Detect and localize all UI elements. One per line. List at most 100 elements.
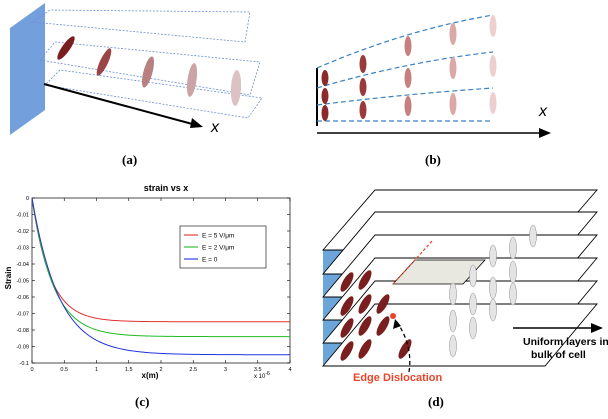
y-axis-label: Strain: [4, 267, 13, 290]
x-axis-label: x(m): [142, 371, 159, 380]
legend-label-2: E = 2 V/μm: [202, 245, 234, 252]
x-multiplier-label: x 10-6: [254, 371, 270, 380]
caption-b: (b): [425, 152, 441, 167]
y-tick-label-3: -0.03: [16, 246, 29, 252]
edge-dislocation-label: Edge Dislocation: [353, 372, 443, 384]
ellipse-c3-r3: [404, 96, 412, 116]
ellipsoid-1: [57, 36, 75, 60]
ellipse-light-9: [449, 334, 457, 358]
layer-plane-bottom: [44, 69, 263, 119]
series-line-2: [31, 197, 290, 338]
caption-a: (a): [122, 152, 138, 167]
ellipse-light-6: [469, 292, 477, 316]
x-tick-label-8: 4: [288, 367, 291, 373]
chart-title: strain vs x: [144, 183, 189, 193]
legend-label-3: E = 0: [202, 257, 218, 264]
ellipse-light-1: [449, 282, 457, 306]
x-tick-label-7: 3.5: [254, 367, 262, 373]
ellipse-dark-4: [358, 294, 372, 314]
uniform-label-line2: bulk of cell: [531, 349, 586, 361]
ellipsoid-2: [96, 48, 112, 76]
ellipse-dark-5: [376, 294, 390, 314]
ellipse-c4-r1: [449, 23, 457, 45]
blue-wall: [10, 3, 45, 135]
x-tick-label-0: 0: [30, 367, 33, 373]
ellipsoid-5: [230, 70, 242, 106]
x-tick-label-1: 0.5: [60, 367, 68, 373]
chart-legend: E = 5 V/μm E = 2 V/μm E = 0: [179, 225, 267, 269]
ellipse-c2-r3: [359, 101, 367, 119]
panel-a-axis-label: x: [210, 119, 220, 136]
ellipse-c1-r1: [321, 70, 329, 86]
dislocation-arrowhead: [393, 319, 401, 329]
ellipse-light-7: [489, 276, 497, 300]
panel-c: strain vs x Strain x(m) x 10-6 0 -0.01 -0.…: [0, 176, 300, 382]
x-axis-arrowhead: [190, 118, 203, 128]
series-line-1: [31, 197, 290, 323]
ellipse-light-12: [509, 282, 517, 306]
legend-label-1: E = 5 V/μm: [202, 233, 234, 240]
ellipse-dark-1: [340, 272, 354, 292]
ellipse-dark-7: [358, 316, 372, 336]
x-axis-line: [43, 83, 197, 126]
dislocation-point: [390, 313, 396, 319]
ellipse-c5-r2: [489, 55, 497, 77]
ellipse-dark-10: [358, 339, 372, 359]
uniform-arrowhead: [591, 323, 603, 333]
ellipse-c2-r2: [359, 78, 367, 96]
panel-a: x: [0, 0, 290, 145]
ellipse-dark-3: [340, 296, 354, 316]
panel-d: Edge Dislocation Uniform layers in bulk …: [305, 176, 608, 386]
y-tick-label-2: -0.02: [16, 229, 29, 235]
ellipse-light-2: [469, 264, 477, 288]
ellipse-c5-r1: [489, 15, 497, 37]
panel-d-illustration: Edge Dislocation Uniform layers in bulk …: [322, 189, 608, 384]
ellipse-c2-r1: [359, 55, 367, 73]
caption-c: (c): [135, 394, 150, 409]
caption-d: (d): [428, 394, 444, 409]
ellipse-light-10: [469, 316, 477, 340]
ellipse-light-5: [449, 309, 457, 333]
layer-line-3: [316, 87, 494, 106]
y-tick-label-6: -0.06: [16, 295, 29, 301]
y-tick-label-8: -0.08: [16, 328, 29, 334]
panel-a-illustration: x: [10, 3, 263, 136]
uniform-label-line1: Uniform layers in: [523, 336, 608, 348]
plot-area: 0-0.01-0.02-0.03-0.04-0.05-0.06-0.07-0.0…: [16, 196, 291, 373]
ellipse-light-4: [509, 236, 517, 260]
panel-b-axis-label: x: [538, 103, 548, 120]
ellipse-light-13: [529, 224, 537, 248]
y-tick-label-1: -0.01: [16, 213, 29, 219]
x-tick-label-6: 3: [224, 367, 227, 373]
x-tick-label-2: 1: [95, 367, 98, 373]
x-tick-label-3: 1.5: [125, 367, 133, 373]
ellipse-dark-2: [358, 270, 372, 290]
y-tick-label-5: -0.05: [16, 279, 29, 285]
ellipse-c4-r3: [449, 93, 457, 115]
x-tick-label-5: 2.5: [189, 367, 197, 373]
ellipse-dark-9: [340, 341, 354, 361]
ellipse-light-11: [489, 298, 497, 322]
y-tick-label-9: -0.09: [16, 345, 29, 351]
ellipse-c5-r3: [489, 92, 497, 114]
x-axis-arrowhead: [539, 128, 551, 138]
ellipsoid-4: [186, 63, 198, 97]
series-line-3: [31, 197, 290, 356]
layer-6: [322, 303, 598, 367]
ellipse-c4-r2: [449, 57, 457, 79]
ellipse-c3-r2: [404, 68, 412, 88]
layer-plane-top: [30, 9, 251, 43]
x-tick-label-4: 2: [159, 367, 162, 373]
layer-line-2: [316, 51, 494, 89]
panel-b: x: [305, 0, 605, 145]
ellipse-light-3: [489, 244, 497, 268]
ellipse-light-8: [509, 260, 517, 284]
y-tick-label-4: -0.04: [16, 262, 29, 268]
ellipsoid-3: [141, 56, 155, 88]
ellipse-c1-r3: [321, 105, 329, 121]
y-tick-label-0: 0: [26, 196, 29, 202]
ellipse-c3-r1: [404, 36, 412, 56]
panel-b-illustration: x: [316, 14, 551, 138]
ellipse-dark-11: [398, 339, 412, 359]
layer-line-1: [316, 14, 494, 69]
